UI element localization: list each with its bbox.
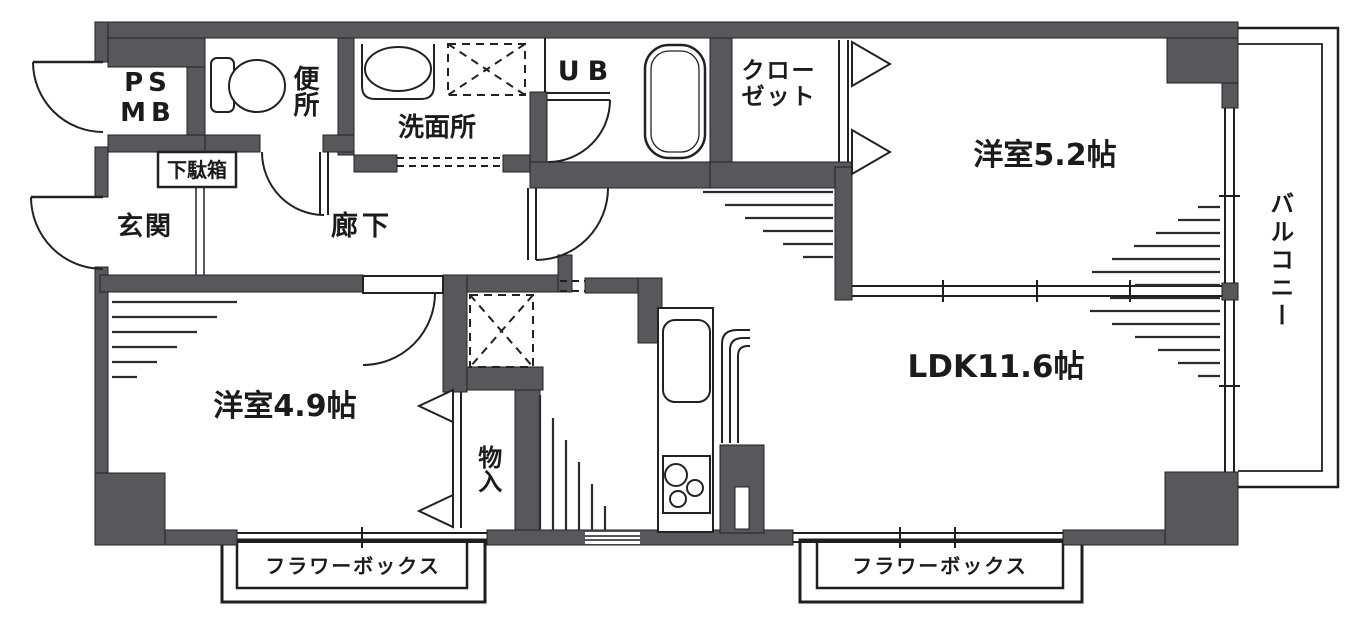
- label-ldk: LDK11.6帖: [907, 349, 1085, 386]
- label-shoe-cabinet: 下駄箱: [167, 157, 227, 182]
- label-closet-line2: ゼット: [741, 84, 817, 110]
- refrigerator-space-icon: [469, 294, 534, 368]
- label-balcony: バルコニー: [1265, 190, 1294, 331]
- doors: [30, 60, 611, 366]
- hatch-lines: [112, 190, 1220, 530]
- label-flower-box-right: フラワーボックス: [852, 553, 1028, 578]
- label-western-room-5-2: 洋室5.2帖: [973, 137, 1117, 173]
- label-ps: PS: [124, 68, 172, 99]
- label-western-room-4-9: 洋室4.9帖: [213, 388, 357, 424]
- bathtub-icon: [643, 43, 707, 160]
- label-corridor: 廊下: [331, 211, 393, 243]
- storage-folding-door-icon: [416, 388, 462, 529]
- label-storage: 物入: [473, 445, 502, 493]
- label-unit-bath: UB: [557, 56, 617, 88]
- label-closet: クロー ゼット: [726, 52, 832, 116]
- flower-box-right-outline: [798, 538, 1084, 604]
- shoe-cabinet-box: [156, 150, 238, 275]
- label-entrance: 玄関: [116, 212, 173, 243]
- kitchen-counter-icon: [657, 307, 714, 533]
- kitchen-side-panel-icon: [721, 329, 750, 443]
- wall-slits: [544, 38, 750, 544]
- balcony-railing: [1238, 26, 1340, 489]
- label-ps-mb: PS MB: [106, 60, 190, 138]
- washing-machine-pan-icon: [447, 43, 526, 96]
- label-washroom: 洗面所: [397, 113, 476, 144]
- openings: [397, 157, 585, 292]
- label-flower-box-left: フラワーボックス: [265, 553, 441, 578]
- label-mb: MB: [120, 98, 176, 128]
- windows: [237, 108, 1240, 548]
- washbasin-icon: [361, 44, 435, 100]
- flower-box-left-outline: [220, 538, 487, 604]
- toilet-fixture-icon: [210, 57, 286, 113]
- walls: [94, 21, 1239, 546]
- label-toilet: 便所: [288, 65, 319, 117]
- label-closet-line1: クロー: [741, 57, 817, 84]
- closet-folding-door-icon: [838, 40, 892, 176]
